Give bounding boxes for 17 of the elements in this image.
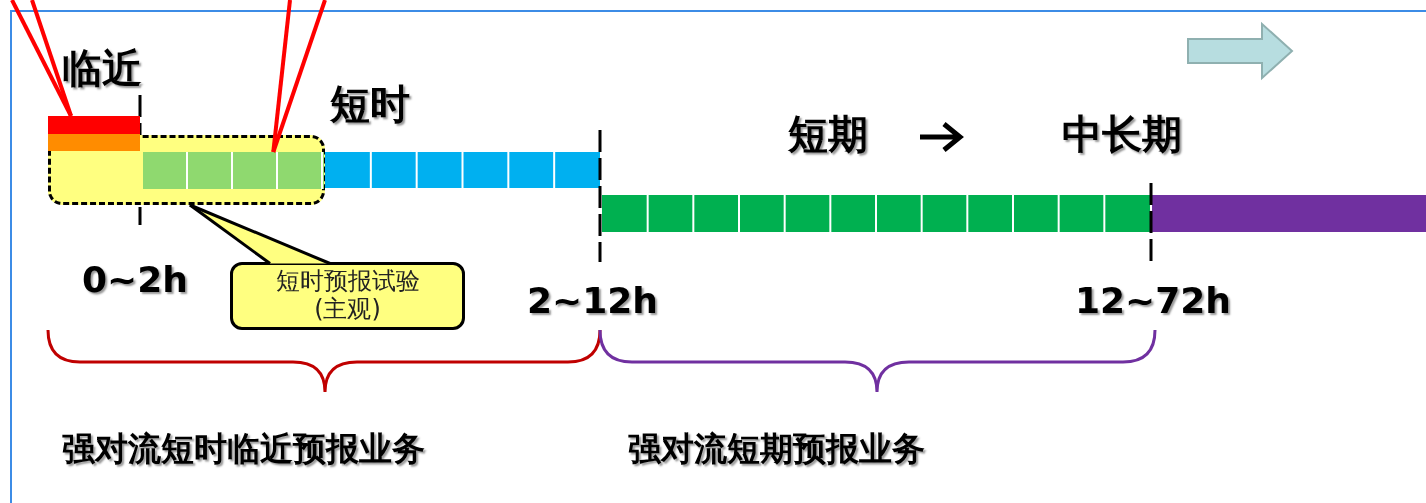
time-range-label: 12~72h bbox=[1075, 283, 1231, 319]
time-range-label: 0~2h bbox=[82, 262, 188, 298]
time-range-label: 2~12h bbox=[527, 283, 658, 319]
service-label: 强对流短期预报业务 bbox=[628, 432, 925, 465]
period-label: 短时 bbox=[330, 84, 410, 124]
period-label: 中长期 bbox=[1062, 114, 1182, 154]
short-term-bar-segment bbox=[143, 152, 324, 189]
leader-line bbox=[30, 0, 73, 117]
callout-text: 短时预报试验 (主观) bbox=[274, 268, 421, 324]
period-label: 短期 bbox=[788, 114, 868, 154]
service-label: 强对流短时临近预报业务 bbox=[62, 432, 425, 465]
leader-line bbox=[271, 0, 327, 153]
leader-line bbox=[10, 0, 73, 117]
callout-bubble bbox=[230, 262, 465, 330]
nowcast-bar-segment bbox=[48, 116, 140, 151]
leader-line bbox=[271, 0, 292, 153]
period-label: 临近 bbox=[62, 48, 142, 88]
